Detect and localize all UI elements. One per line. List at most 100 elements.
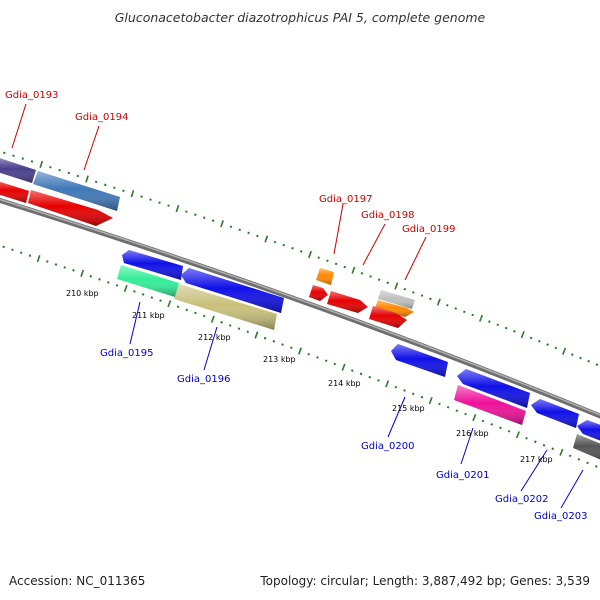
inner-tick xyxy=(167,300,172,308)
inner-tick xyxy=(481,419,485,423)
leader-gdia-0202 xyxy=(520,449,548,492)
outer-tick xyxy=(412,291,415,294)
inner-tick xyxy=(428,397,433,405)
scale-label-217: 217 kbp xyxy=(520,455,553,464)
outer-tick xyxy=(436,298,441,306)
inner-tick xyxy=(89,275,93,278)
inner-tick xyxy=(281,343,284,346)
outer-tick xyxy=(30,160,34,163)
label-gdia-0196[interactable]: Gdia_0196 xyxy=(177,374,230,385)
inner-tick xyxy=(210,315,215,323)
outer-tick xyxy=(360,272,364,275)
label-gdia-0194[interactable]: Gdia_0194 xyxy=(75,112,128,123)
outer-tick xyxy=(21,157,25,160)
label-gdia-0193[interactable]: Gdia_0193 xyxy=(5,90,58,101)
inner-tick xyxy=(115,284,119,287)
outer-tick xyxy=(122,189,125,193)
outer-tick xyxy=(185,210,188,213)
outer-tick xyxy=(520,331,525,339)
inner-tick xyxy=(307,352,311,356)
scale-labels: 210 kbp 211 kbp 212 kbp 213 kbp 214 kbp … xyxy=(66,289,553,464)
map-title: Gluconacetobacter diazotrophicus PAI 5, … xyxy=(114,10,486,25)
outer-tick xyxy=(377,278,381,281)
inner-tick xyxy=(377,379,380,382)
inner-tick xyxy=(107,281,110,284)
inner-tick xyxy=(438,402,441,406)
inner-tick xyxy=(254,331,259,339)
label-gdia-0198[interactable]: Gdia_0198 xyxy=(361,210,414,221)
inner-tick xyxy=(176,305,180,309)
label-gdia-0197[interactable]: Gdia_0197 xyxy=(319,194,372,205)
inner-tick xyxy=(525,436,528,440)
leader-gdia-0194 xyxy=(83,125,100,171)
inner-tick xyxy=(28,254,32,257)
outer-tick xyxy=(479,314,484,322)
inner-tick xyxy=(246,330,250,334)
gene-gdia-0197-arrow[interactable] xyxy=(316,268,334,285)
inner-tick xyxy=(464,412,467,416)
outer-tick xyxy=(103,183,107,187)
inner-tick xyxy=(141,293,145,296)
inner-tick xyxy=(185,308,188,312)
outer-tick xyxy=(273,240,277,244)
inner-tick xyxy=(507,430,511,433)
inner-tick xyxy=(2,245,5,249)
inner-tick xyxy=(420,395,424,399)
inner-tick xyxy=(202,314,206,318)
scale-label-212: 212 kbp xyxy=(198,333,231,342)
inner-tick xyxy=(133,290,136,293)
reverse-gene-labels: Gdia_0195 Gdia_0196 Gdia_0200 Gdia_0201 … xyxy=(100,348,587,522)
outer-tick xyxy=(308,250,312,259)
inner-tick xyxy=(455,409,459,412)
outer-tick xyxy=(94,180,98,184)
gene-arrow-red-3[interactable] xyxy=(309,285,328,301)
inner-tick xyxy=(220,321,223,324)
outer-tick xyxy=(562,347,567,355)
outer-tick xyxy=(386,281,390,285)
outer-tick xyxy=(462,310,466,314)
inner-tick xyxy=(159,299,162,302)
inner-tick xyxy=(194,311,197,315)
outer-tick xyxy=(49,165,52,169)
outer-tick xyxy=(76,174,80,178)
outer-tick xyxy=(529,336,533,340)
outer-tick xyxy=(282,243,286,247)
outer-tick xyxy=(238,228,242,232)
leader-gdia-0195 xyxy=(129,301,141,345)
outer-tick xyxy=(326,259,329,263)
inner-tick xyxy=(289,346,293,350)
label-gdia-0203[interactable]: Gdia_0203 xyxy=(534,511,587,522)
gene-gdia-0193-arrow[interactable] xyxy=(0,157,36,183)
inner-tick xyxy=(515,431,520,439)
label-gdia-0202[interactable]: Gdia_0202 xyxy=(495,494,548,505)
label-gdia-0195[interactable]: Gdia_0195 xyxy=(100,348,153,359)
leader-gdia-0201 xyxy=(460,427,474,465)
outer-tick xyxy=(403,287,407,291)
outer-tick xyxy=(113,186,116,190)
label-gdia-0201[interactable]: Gdia_0201 xyxy=(436,470,489,481)
inner-tick xyxy=(316,356,319,359)
inner-tick xyxy=(324,359,328,363)
forward-gene-labels: Gdia_0193 Gdia_0194 Gdia_0197 Gdia_0198 … xyxy=(5,90,455,235)
gene-arrow-red-4[interactable] xyxy=(327,291,368,313)
outer-tick xyxy=(587,359,591,363)
outer-tick xyxy=(471,313,474,317)
genome-backbone xyxy=(0,197,600,419)
inner-tick xyxy=(350,369,354,372)
outer-tick xyxy=(579,356,582,360)
label-gdia-0199[interactable]: Gdia_0199 xyxy=(402,224,455,235)
inner-tick xyxy=(237,327,241,330)
gene-gdia-0200-arrow[interactable] xyxy=(391,344,448,377)
outer-tick xyxy=(343,265,347,269)
genome-summary-text: Topology: circular; Length: 3,887,492 bp… xyxy=(260,574,590,588)
outer-tick xyxy=(299,250,303,253)
inner-tick-track xyxy=(2,245,598,468)
label-leader-lines xyxy=(11,103,584,509)
label-gdia-0200[interactable]: Gdia_0200 xyxy=(361,441,414,452)
scale-label-215: 215 kbp xyxy=(392,404,425,413)
inner-tick xyxy=(341,363,346,371)
outer-tick xyxy=(504,326,508,330)
outer-tick xyxy=(85,175,89,183)
leader-gdia-0203 xyxy=(560,469,584,509)
